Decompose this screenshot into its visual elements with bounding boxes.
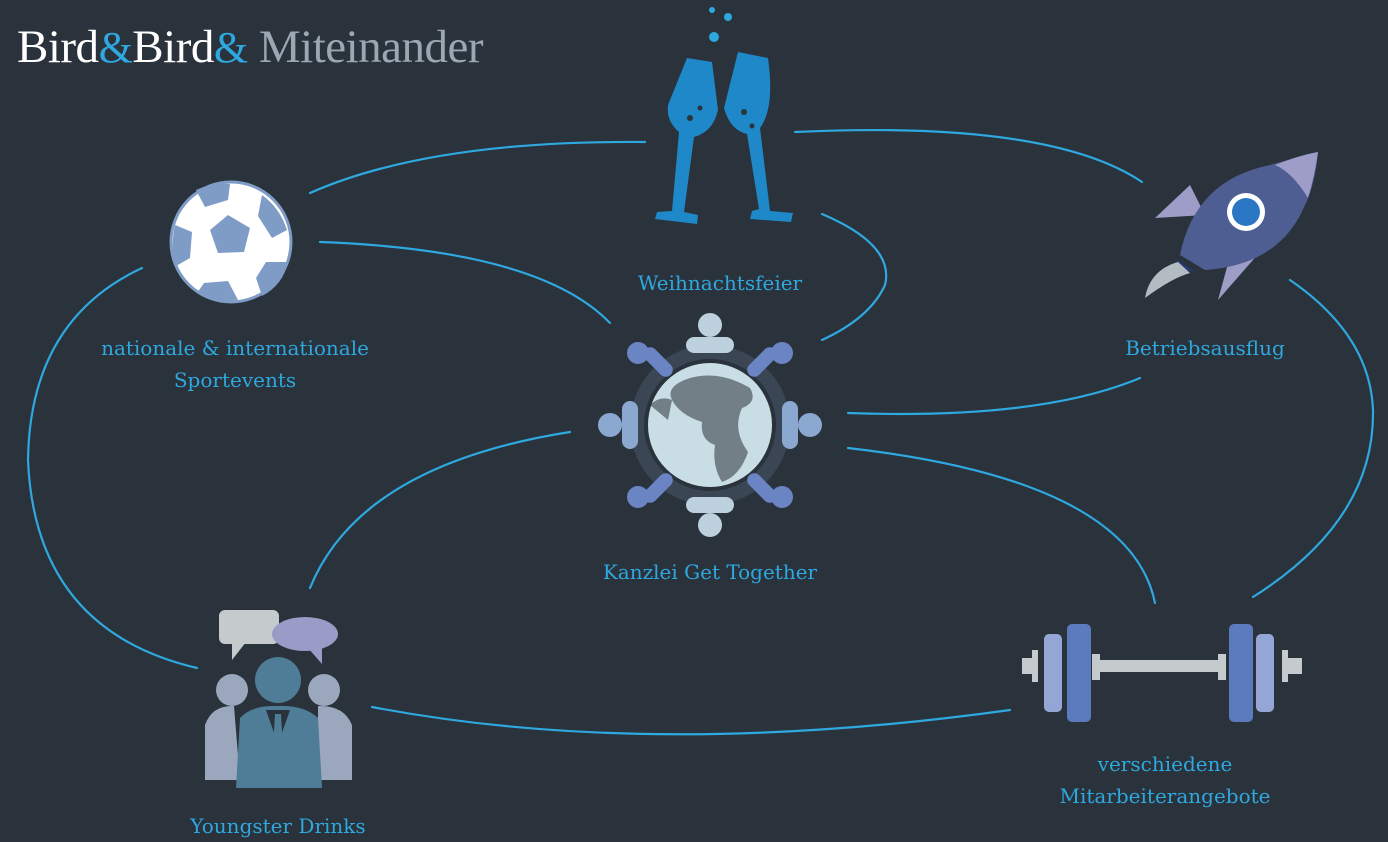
connector-christmas-center: [820, 212, 888, 342]
label-staff: verschiedene Mitarbeiterangebote: [1030, 748, 1300, 812]
logo-brand-a: Bird: [17, 21, 99, 73]
connector-center-staff: [846, 446, 1157, 605]
logo-ampersand-1: &: [98, 23, 133, 72]
label-christmas: Weihnachtsfeier: [600, 267, 840, 299]
logo-tagline: Miteinander: [247, 21, 484, 73]
connector-christmas-outing: [793, 128, 1144, 184]
logo-brand-b: Bird: [132, 21, 214, 73]
champagne-glasses-icon: [655, 7, 793, 224]
label-outing: Betriebsausflug: [1090, 332, 1320, 364]
label-center: Kanzlei Get Together: [560, 556, 860, 588]
staff-label-line-2: Mitarbeiterangebote: [1059, 784, 1271, 808]
center-label-text: Kanzlei Get Together: [602, 560, 818, 584]
connector-lines: [26, 128, 1375, 736]
dumbbell-icon: [1022, 624, 1302, 722]
brand-logo: Bird&Bird& Miteinander: [17, 21, 484, 73]
connector-youngster-center: [308, 430, 572, 590]
globe-people-icon: [598, 313, 822, 537]
outing-label-text: Betriebsausflug: [1125, 336, 1285, 360]
connector-sports-youngster: [26, 266, 199, 670]
rocket-icon: [1145, 152, 1318, 300]
staff-label-line-1: verschiedene: [1097, 752, 1233, 776]
soccer-ball-icon: [169, 180, 293, 304]
logo-ampersand-2: &: [213, 23, 248, 72]
connector-outing-staff: [1251, 278, 1375, 599]
sports-label-line-1: nationale & internationale: [101, 336, 369, 360]
connector-outing-center: [846, 376, 1142, 416]
chatting-people-icon: [205, 610, 352, 788]
christmas-label-text: Weihnachtsfeier: [637, 271, 803, 295]
connector-youngster-staff: [370, 705, 1012, 736]
youngster-label-text: Youngster Drinks: [190, 814, 366, 838]
label-youngster: Youngster Drinks: [160, 810, 396, 842]
label-sports: nationale & internationale Sportevents: [80, 332, 390, 396]
connector-sports-christmas: [308, 140, 647, 195]
connector-sports-center: [318, 240, 612, 325]
sports-label-line-2: Sportevents: [173, 368, 297, 392]
